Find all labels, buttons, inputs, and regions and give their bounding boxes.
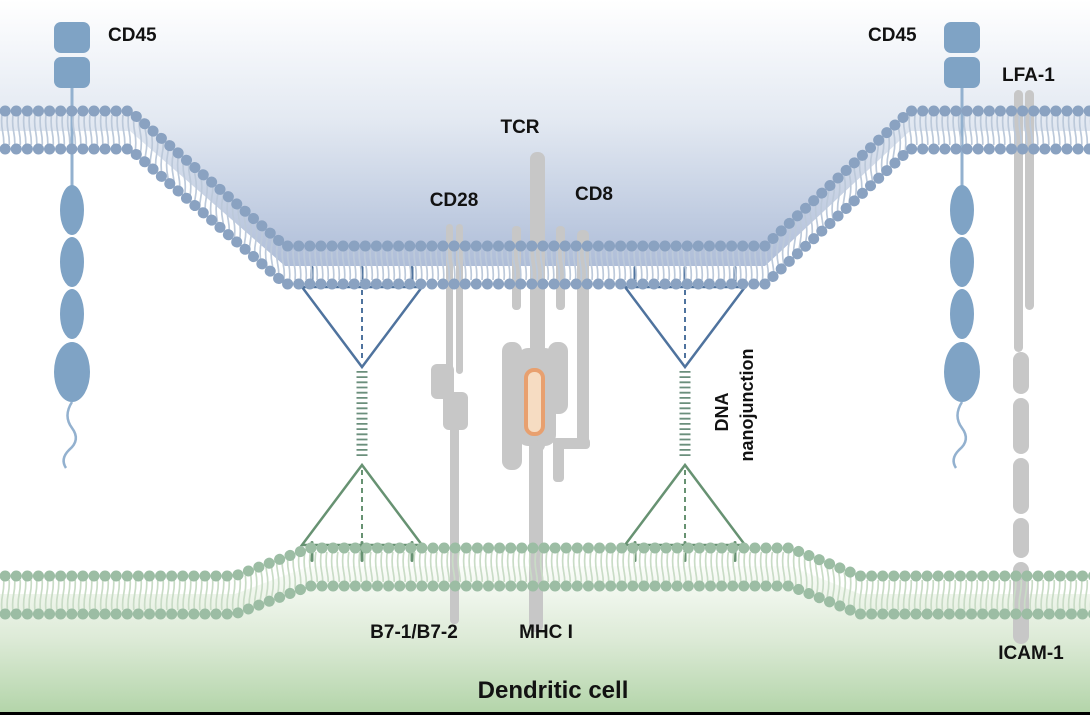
- label-cd28: CD28: [430, 190, 479, 211]
- dna-nanojunction-left: [302, 266, 422, 562]
- label-b7: B7-1/B7-2: [370, 622, 458, 643]
- label-dna-nanojunction-line2: nanojunction: [737, 349, 757, 462]
- label-dna-nanojunction-line1: DNA: [712, 393, 732, 432]
- label-tcr: TCR: [500, 117, 539, 138]
- label-mhc1: MHC I: [519, 622, 573, 643]
- label-cd45-right: CD45: [868, 25, 917, 46]
- label-icam1: ICAM-1: [998, 643, 1064, 664]
- peptide-antigen: [524, 368, 545, 436]
- figure-bottom-border: [0, 712, 1090, 715]
- label-cd45-left: CD45: [108, 25, 157, 46]
- label-cd8: CD8: [575, 184, 613, 205]
- labels: CD45 CD45 LFA-1 TCR CD28 CD8 DNA nanojun…: [108, 25, 1064, 704]
- label-lfa1: LFA-1: [1002, 65, 1055, 86]
- dendritic-cell-title: Dendritic cell: [478, 677, 629, 704]
